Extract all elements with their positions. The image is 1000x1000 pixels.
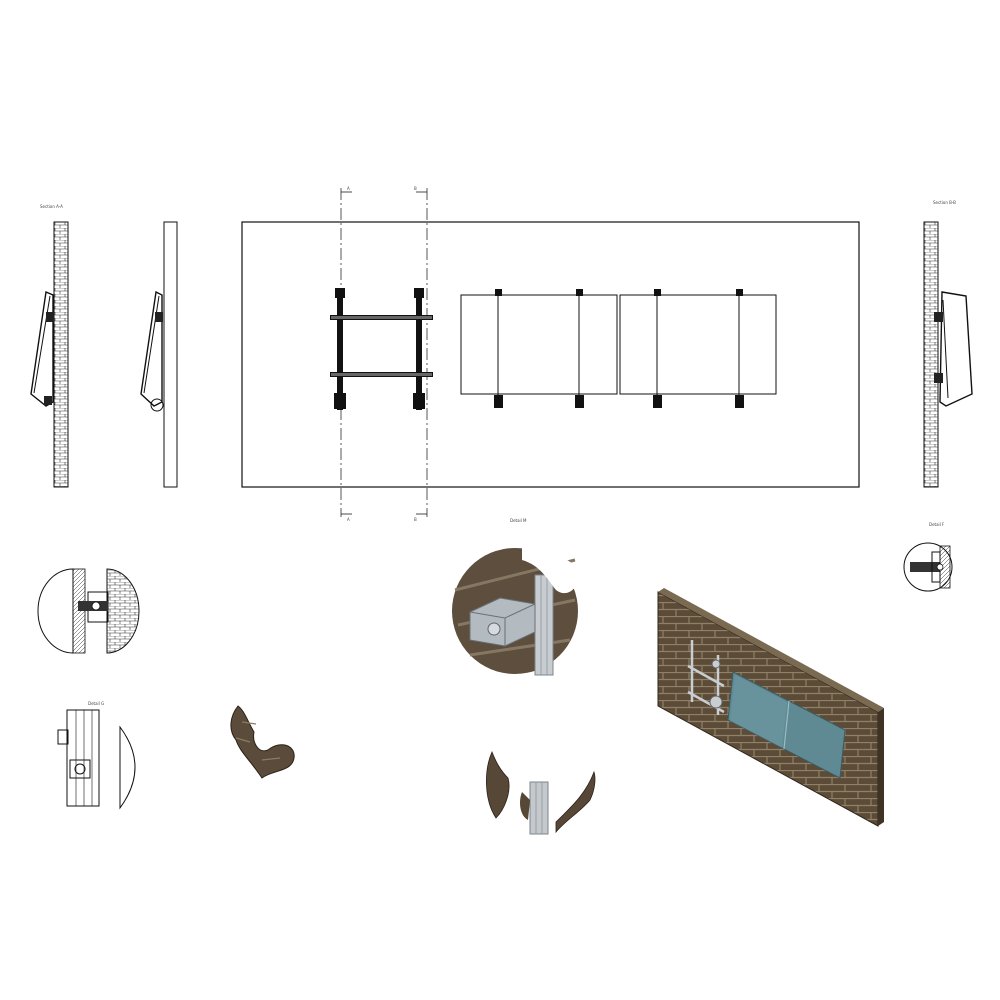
section-bb-label: Section B-B [933, 200, 956, 205]
section-view-right [923, 221, 973, 488]
detail-m-cutout [522, 547, 579, 594]
render-fragment-center [486, 750, 596, 835]
detail-m-rail [534, 574, 554, 676]
iso-mount-hub [709, 695, 723, 709]
cut-b-bottom-label: B [414, 517, 417, 522]
detail-m-clamp-edges [469, 603, 536, 646]
detail-f [903, 542, 953, 592]
panel-1-foot-b [575, 395, 584, 408]
detail-f-bolt [936, 563, 944, 571]
bracket-bottom-left [44, 396, 52, 405]
detail-g-body [66, 709, 100, 807]
detail-brick-arc [106, 568, 140, 654]
wall-elevation-outline [241, 221, 860, 488]
detail-g [57, 709, 136, 810]
mounting-frame [330, 288, 433, 410]
panel-2-clamp-a [654, 289, 661, 296]
frame-upright-right [416, 292, 422, 410]
iso-panel-sheen [730, 675, 787, 748]
iso-wall-side [878, 708, 884, 826]
panel-1-rails [497, 292, 580, 405]
panel-2-clamp-b [736, 289, 743, 296]
bracket-top-left [46, 312, 54, 322]
panel-1-outline [460, 294, 618, 395]
detail-m-bolt [487, 622, 501, 636]
panel-2-foot-b [735, 395, 744, 408]
bracket-top-right [934, 312, 943, 322]
cut-a-bottom-label: A [347, 517, 350, 522]
front-elevation [241, 188, 860, 517]
panel-1-clamp-a [495, 289, 502, 296]
detail-boundary-left [37, 568, 74, 654]
detail-nut [91, 601, 101, 611]
panel-strut-mid [143, 295, 160, 394]
frame-upright-left [337, 292, 343, 410]
detail-g-profile-lines [75, 710, 93, 806]
detail-g-bolt-head [74, 763, 86, 775]
section-aa-label: Section A-A [40, 204, 63, 209]
cut-b-top-label: B [414, 186, 417, 191]
wall-section-right [923, 221, 939, 488]
cut-a-top-label: A [347, 186, 350, 191]
panel-2-rails [656, 292, 740, 405]
wall-outline-side [163, 221, 178, 488]
detail-m-label: Detail M [510, 518, 527, 523]
fragment-mortar-left [235, 721, 281, 761]
fragment-brick-left [230, 705, 295, 779]
panel-strut-right [942, 299, 949, 399]
iso-panel-divider [783, 700, 790, 750]
panel-1-clamp-b [576, 289, 583, 296]
detail-m-clamp [469, 597, 536, 647]
wall-section-left [53, 221, 69, 488]
solar-panel-2 [619, 289, 777, 408]
iso-mount-bolt [711, 659, 721, 669]
detail-g-boundary [119, 725, 136, 810]
panel-2-foot-a [653, 395, 662, 408]
solar-panel-1 [460, 289, 618, 408]
detail-g-clamp [69, 759, 91, 779]
detail-m-render [452, 547, 579, 676]
frame-foot-bl [334, 393, 346, 409]
panel-side-right [939, 291, 973, 407]
fragment-rail-grooves [535, 782, 543, 834]
section-view-left [30, 221, 69, 488]
frame-rail-bottom-highlight [331, 373, 432, 376]
iso-mount-frame [687, 640, 725, 715]
fragment-rail [529, 781, 549, 835]
fragment-brick-b [555, 770, 596, 834]
render-fragment-left [230, 705, 295, 779]
isometric-render [657, 588, 884, 827]
detail-g-clip [57, 729, 69, 745]
detail-wall-bracket [37, 568, 140, 654]
detail-f-label: Detail F [929, 522, 945, 527]
detail-f-bracket [910, 562, 940, 572]
panel-2-outline [619, 294, 777, 395]
bracket-top-mid [155, 312, 163, 322]
section-arrows [341, 191, 427, 515]
iso-wall-top [658, 588, 884, 712]
fragment-brick-a [486, 750, 510, 819]
panel-side-mid [140, 290, 163, 407]
frame-foot-br [413, 393, 425, 409]
detail-m-rail-grooves [540, 575, 548, 675]
side-view-plain [140, 221, 178, 488]
detail-g-label: Detail G [88, 701, 105, 706]
panel-strut-left [33, 295, 51, 394]
bracket-mid-right [934, 373, 943, 383]
panel-1-foot-a [494, 395, 503, 408]
detail-callout-circle [150, 398, 164, 412]
frame-rail-top-highlight [331, 316, 432, 319]
frame-clamp-tr [414, 288, 424, 298]
frame-clamp-tl [335, 288, 345, 298]
fragment-brick-c [520, 792, 530, 820]
